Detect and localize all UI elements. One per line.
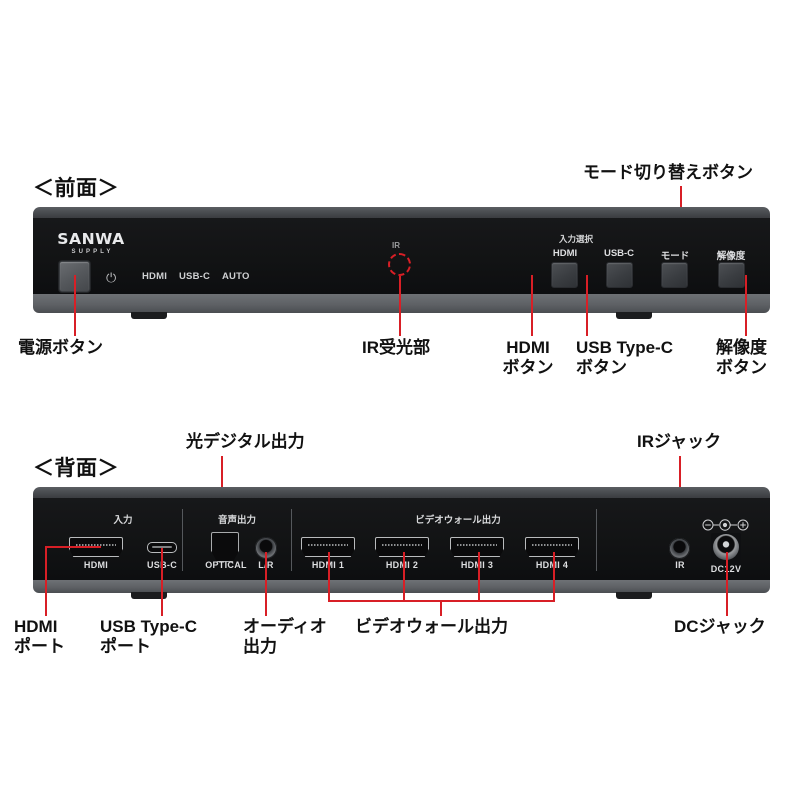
callout-dc-jack: DCジャック: [674, 617, 766, 636]
indicator-label-hdmi: HDMI: [142, 271, 168, 282]
callout-usbc-button: USB Type-C ボタン: [576, 338, 673, 378]
leader-usbc-port: [161, 548, 163, 616]
optical-output-port[interactable]: [211, 532, 239, 562]
callout-usbc-port-line2: ポート: [100, 637, 151, 657]
leader-hdmi-out-3: [478, 552, 480, 602]
rear-panel-chassis: 入力 音声出力 ビデオウォール出力 HDMI USB-C OPTICAL L/R…: [33, 487, 770, 599]
chassis-foot-right: [616, 312, 652, 319]
callout-resolution-button: 解像度 ボタン: [716, 338, 767, 378]
callout-usbc-port-line1: USB Type-C: [100, 617, 197, 636]
callout-optical-output: 光デジタル出力: [186, 432, 305, 451]
audio-lr-output-jack[interactable]: [255, 537, 277, 559]
rear-section-label-input: 入力: [113, 515, 133, 526]
rear-chassis-bottom-strip: [33, 580, 770, 593]
callout-resolution-button-line2: ボタン: [716, 358, 767, 378]
rear-chassis-foot-left: [131, 592, 167, 599]
leader-hdmi-out-2: [403, 552, 405, 602]
hdmi-output-port-4-caption: HDMI 4: [535, 560, 569, 570]
leader-resolution-button: [745, 275, 747, 336]
leader-hdmi-port-h: [45, 546, 101, 548]
indicator-label-auto: AUTO: [222, 271, 250, 282]
dc-power-jack-caption: DC12V: [698, 564, 754, 574]
power-symbol-icon: ⏻: [106, 270, 117, 285]
callout-audio-output-line1: オーディオ: [243, 617, 327, 636]
hdmi-output-port-4[interactable]: [525, 537, 579, 557]
callout-hdmi-port-line1: HDMI: [14, 617, 58, 636]
usbc-button-caption: USB-C: [603, 248, 635, 259]
callout-hdmi-port: HDMI ポート: [14, 617, 65, 657]
hdmi-output-port-3[interactable]: [450, 537, 504, 557]
hdmi-button-caption: HDMI: [552, 248, 578, 259]
sanwa-supply-logo: SANWA SUPPLY: [55, 230, 127, 256]
callout-power-button: 電源ボタン: [18, 338, 103, 357]
leader-power-button: [74, 275, 76, 336]
leader-ir-receiver: [399, 276, 401, 336]
resolution-button[interactable]: [718, 262, 745, 288]
ir-jack-caption: IR: [675, 560, 685, 570]
hdmi-button[interactable]: [551, 262, 578, 288]
callout-ir-jack: IRジャック: [637, 432, 722, 451]
leader-hdmi-button: [531, 275, 533, 336]
resolution-button-caption: 解像度: [716, 251, 746, 262]
callout-ir-receiver: IR受光部: [362, 338, 430, 357]
ir-jack[interactable]: [669, 538, 690, 559]
rear-section-title: ＜背面＞: [33, 457, 119, 480]
hdmi-output-port-2[interactable]: [375, 537, 429, 557]
indicator-label-usbc: USB-C: [179, 271, 211, 282]
mode-button-caption: モード: [660, 251, 690, 262]
callout-videowall-output: ビデオウォール出力: [355, 617, 508, 636]
leader-hdmi-out-1: [328, 552, 330, 602]
callout-hdmi-button-line2: ボタン: [502, 358, 554, 378]
ir-receiver-icon: [388, 253, 411, 276]
rear-divider-1: [182, 509, 183, 571]
callout-resolution-button-line1: 解像度: [716, 338, 767, 357]
chassis-top-bevel: [33, 207, 770, 218]
callout-usbc-button-line2: ボタン: [576, 358, 627, 378]
callout-hdmi-button: HDMI ボタン: [488, 338, 568, 378]
callout-usbc-port: USB Type-C ポート: [100, 617, 197, 657]
rear-divider-2: [291, 509, 292, 571]
leader-videowall-stem: [440, 600, 442, 616]
ir-receiver-label: IR: [392, 241, 400, 250]
optical-output-port-caption: OPTICAL: [205, 560, 247, 570]
leader-hdmi-port-v: [45, 546, 47, 616]
logo-sub-text: SUPPLY: [71, 249, 114, 255]
callout-hdmi-port-line2: ポート: [14, 637, 65, 657]
callout-hdmi-button-line1: HDMI: [506, 338, 550, 357]
callout-mode-switch-button: モード切り替えボタン: [583, 163, 753, 182]
input-select-group-label: 入力選択: [558, 234, 593, 244]
rear-chassis-foot-right: [616, 592, 652, 599]
callout-usbc-button-line1: USB Type-C: [576, 338, 673, 357]
mode-button[interactable]: [661, 262, 688, 288]
hdmi-output-port-1-caption: HDMI 1: [311, 560, 345, 570]
chassis-bottom-strip: [33, 294, 770, 313]
leader-audio-output: [265, 552, 267, 616]
rear-divider-3: [596, 509, 597, 571]
usbc-button[interactable]: [606, 262, 633, 288]
leader-dc-jack: [726, 552, 728, 616]
hdmi-output-port-2-caption: HDMI 2: [385, 560, 419, 570]
callout-audio-output: オーディオ 出力: [243, 617, 327, 657]
hdmi-output-port-3-caption: HDMI 3: [460, 560, 494, 570]
callout-audio-output-line2: 出力: [243, 637, 277, 657]
chassis-foot-left: [131, 312, 167, 319]
hdmi-input-port-caption: HDMI: [83, 560, 109, 570]
rear-section-label-audio-out: 音声出力: [217, 515, 256, 526]
leader-usbc-button: [586, 275, 588, 336]
rear-section-label-videowall-out: ビデオウォール出力: [415, 515, 501, 526]
leader-hdmi-out-4: [553, 552, 555, 602]
rear-chassis-top-bevel: [33, 487, 770, 498]
front-section-title: ＜前面＞: [33, 177, 119, 200]
dc-polarity-icon: [702, 518, 750, 531]
front-panel-chassis: SANWA SUPPLY ⏻ HDMI USB-C AUTO IR 入力選択 H…: [33, 207, 770, 319]
logo-main-text: SANWA: [57, 230, 125, 248]
